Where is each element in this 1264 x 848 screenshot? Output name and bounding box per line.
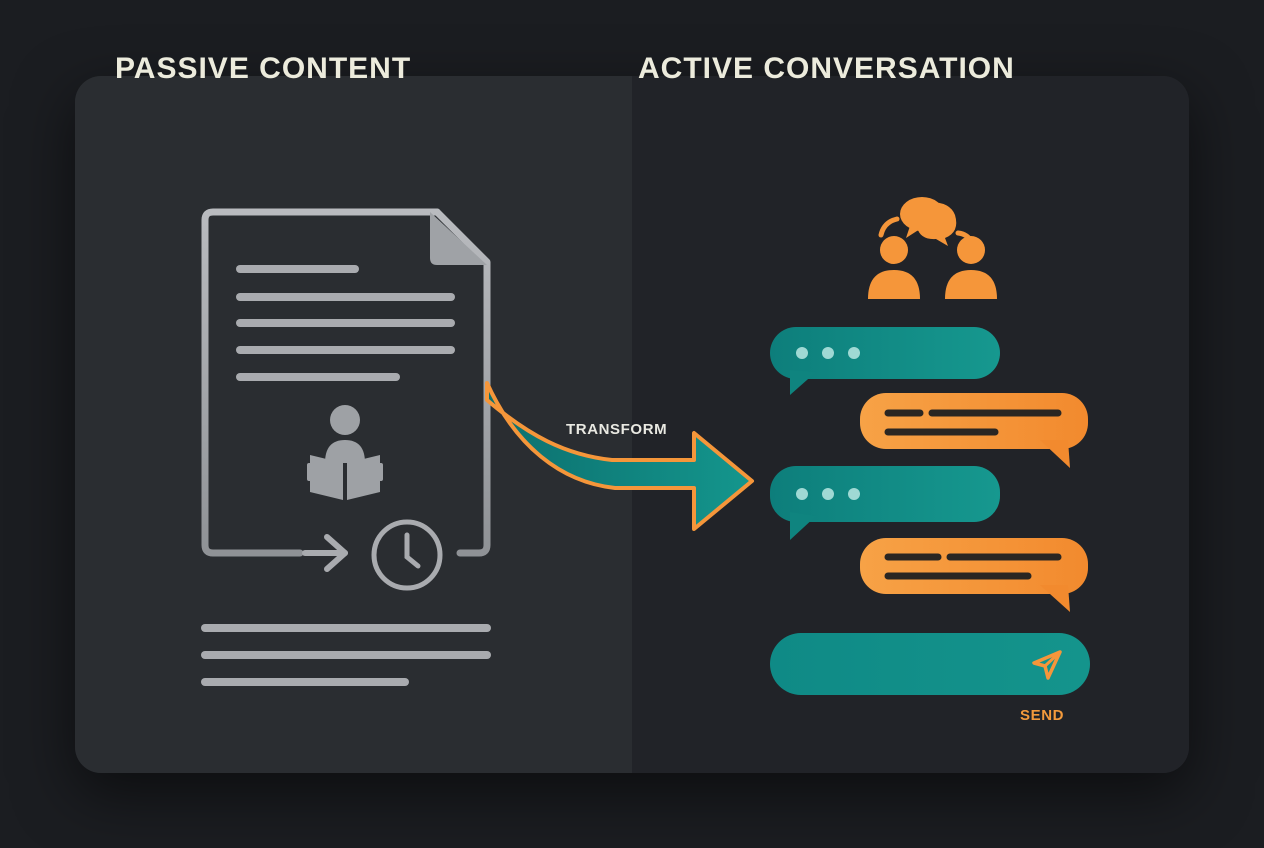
summary-lines [201, 624, 491, 686]
outgoing-message-bubble[interactable] [860, 538, 1088, 612]
typing-dots [796, 488, 860, 500]
speech-bubbles-icon [900, 197, 957, 246]
document-icon [201, 208, 491, 572]
typing-dots [796, 347, 860, 359]
reader-icon [307, 405, 383, 500]
outgoing-message-bubble[interactable] [860, 393, 1088, 468]
flow-arrow-icon [302, 534, 348, 572]
incoming-message-bubble[interactable] [770, 327, 1000, 395]
transform-label: TRANSFORM [566, 421, 668, 438]
document-text-lines [236, 265, 455, 381]
connector-arcs [878, 216, 975, 246]
passive-content-title: PASSIVE CONTENT [115, 52, 412, 85]
clock-icon [371, 519, 443, 591]
transform-arrow [485, 381, 754, 531]
people-icon [868, 236, 997, 299]
message-input[interactable] [770, 633, 1090, 695]
incoming-message-bubble[interactable] [770, 466, 1000, 540]
active-conversation-title: ACTIVE CONVERSATION [638, 52, 1015, 85]
send-label: SEND [1020, 707, 1065, 724]
send-icon[interactable] [1030, 648, 1064, 682]
